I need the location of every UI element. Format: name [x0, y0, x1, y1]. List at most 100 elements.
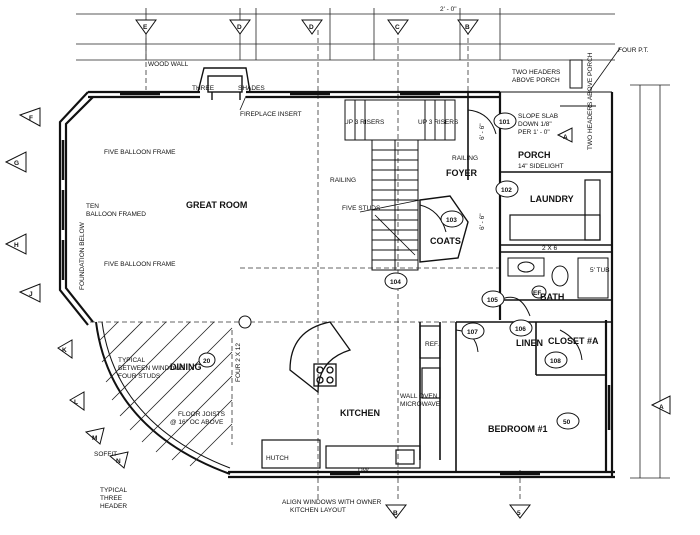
tag-107: 107	[467, 329, 478, 336]
typical-three-3: HEADER	[100, 503, 127, 510]
four-pt-label: FOUR P.T.	[618, 47, 649, 54]
dining-hatch	[99, 321, 233, 467]
marker-letter-g: G	[14, 160, 19, 167]
marker-letter-b: B	[465, 24, 470, 31]
fireplace-shades-label: SHADES	[238, 85, 265, 92]
wood-wall-label: WOOD WALL	[148, 61, 189, 68]
right-dimension-lines	[630, 84, 670, 479]
align-windows-1: ALIGN WINDOWS WITH OWNER	[282, 499, 382, 506]
foundation-below-label: FOUNDATION BELOW	[79, 221, 86, 290]
typical-between-3: FOUR STUDS	[118, 373, 161, 380]
marker-left-8	[108, 451, 129, 469]
marker-letter-h: H	[14, 242, 19, 249]
kitchen-island	[289, 321, 352, 394]
laundry-label: LAUNDRY	[530, 194, 574, 204]
windows	[61, 92, 611, 476]
tag-105: 105	[487, 297, 498, 304]
tag-101: 101	[499, 119, 510, 126]
dining-label: DINING	[170, 362, 202, 372]
tag-ef: EF	[533, 290, 541, 297]
top-dimension-lines	[76, 8, 615, 61]
top-dimension-text: 2' - 0"	[440, 6, 457, 13]
two-headers-porch-2: ABOVE PORCH	[512, 77, 560, 84]
marker-letter-5: 5	[517, 510, 521, 517]
up-risers-right: UP 3 RISERS	[418, 119, 459, 126]
up-risers-left: UP 3 RISERS	[344, 119, 385, 126]
interior-walls	[419, 92, 612, 472]
fireplace-insert-label: FIREPLACE INSERT	[240, 111, 302, 118]
marker-bottom-1	[384, 504, 408, 519]
tag-102: 102	[501, 187, 512, 194]
wall-oven-2: MICROWAVE	[400, 401, 441, 408]
tub-label: 5' TUB	[590, 267, 610, 274]
four-x-twelve-label: FOUR 2 X 12	[235, 343, 242, 382]
dim-6-6-a: 6' - 6"	[479, 123, 486, 140]
align-windows-2: KITCHEN LAYOUT	[290, 507, 346, 514]
linen-label: LINEN	[516, 338, 543, 348]
floor-joists-1: FLOOR JOISTS	[178, 411, 226, 418]
typical-between-2: BETWEEN WINDOWS	[118, 365, 185, 372]
marker-letter-a: A	[659, 404, 664, 411]
ref-label: REF.	[425, 341, 439, 348]
marker-porch	[556, 127, 573, 143]
marker-letter-d1: D	[237, 24, 242, 31]
bath-fixtures	[507, 257, 609, 299]
five-studs-label: FIVE STUDS	[342, 205, 381, 212]
marker-letter-e: E	[143, 24, 148, 31]
floor-joists-2: @ 16" OC ABOVE	[170, 419, 224, 426]
marker-top-1	[135, 19, 157, 35]
railing-label-right: RAILING	[452, 155, 478, 162]
bedroom-label: BEDROOM #1	[488, 424, 548, 434]
section-markers	[4, 19, 671, 519]
bath-label: BATH	[540, 292, 564, 302]
tag-108: 108	[550, 358, 561, 365]
porch-label: PORCH	[518, 150, 551, 160]
marker-top-3	[301, 19, 323, 35]
typical-between-1: TYPICAL	[118, 357, 145, 364]
marker-top-4	[387, 19, 409, 35]
marker-top-5	[457, 19, 479, 35]
dim-6-6-b: 6' - 6"	[479, 213, 486, 230]
soffit-label: SOFFIT	[94, 451, 117, 458]
coats-label: COATS	[430, 236, 461, 246]
marker-left-7	[84, 427, 105, 445]
tag-103: 103	[446, 217, 457, 224]
marker-letter-f: F	[29, 115, 33, 122]
marker-letter-a-porch: A	[563, 134, 568, 141]
two-headers-porch-side: TWO HEADERS ABOVE PORCH	[587, 52, 594, 150]
closet-label: CLOSET #A	[548, 336, 599, 346]
five-balloon-frame-1: FIVE BALLOON FRAME	[104, 149, 176, 156]
marker-letter-n: N	[116, 458, 121, 465]
wall-oven-1: WALL OVEN	[400, 393, 438, 400]
coats-closet-outline	[419, 195, 469, 263]
marker-right-1	[650, 395, 671, 415]
tag-50: 50	[563, 419, 571, 426]
marker-letter-j: J	[29, 291, 33, 298]
marker-left-5	[57, 339, 73, 359]
room-tag-circles	[198, 112, 580, 430]
slope-slab-1: SLOPE SLAB	[518, 113, 558, 120]
marker-letter-k: K	[62, 347, 67, 354]
exterior-walls	[58, 90, 615, 479]
railing-label-left: RAILING	[330, 177, 356, 184]
marker-letter-l: L	[74, 399, 78, 406]
fireplace	[197, 67, 251, 100]
marker-left-1	[18, 107, 41, 127]
marker-letter-b-bottom: B	[393, 510, 398, 517]
two-headers-porch-1: TWO HEADERS	[512, 69, 561, 76]
great-room-label: GREAT ROOM	[186, 200, 247, 210]
curved-dining-wall-inner	[101, 321, 231, 469]
dw-label: DW	[358, 467, 370, 474]
kitchen-counters	[261, 325, 441, 469]
hutch-label: HUTCH	[266, 455, 289, 462]
marker-bottom-2	[508, 504, 532, 519]
tag-106: 106	[515, 326, 526, 333]
typical-three-1: TYPICAL	[100, 487, 127, 494]
marker-top-2	[229, 19, 251, 35]
leader-lines	[239, 47, 621, 256]
slope-slab-2: DOWN 1/8"	[518, 121, 552, 128]
ten-balloon-framed-2: BALLOON FRAMED	[86, 211, 146, 218]
porch-details	[500, 59, 612, 107]
